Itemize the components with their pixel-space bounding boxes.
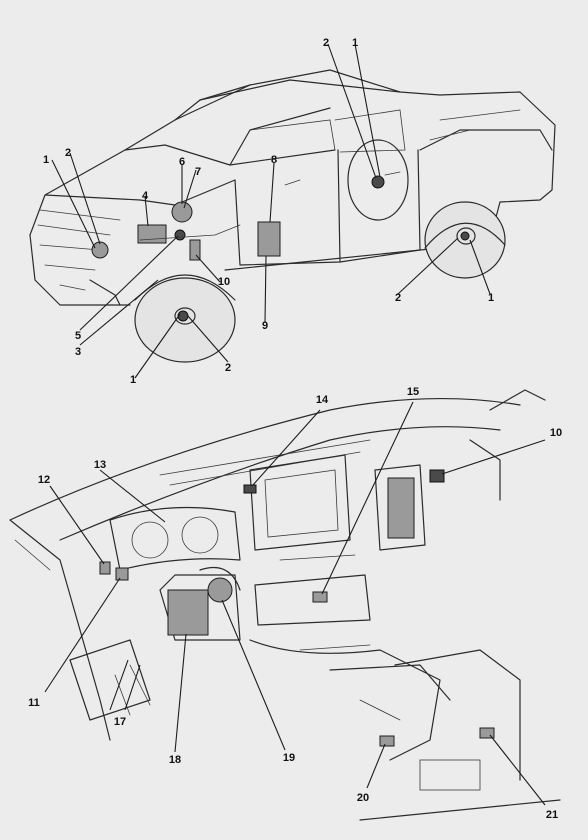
component-10-icon — [429, 469, 445, 483]
callout-7: 7 — [195, 166, 201, 178]
component-15-bracket-icon — [387, 477, 415, 539]
component-20-icon — [379, 735, 395, 747]
component-21-icon — [479, 727, 495, 739]
callout-20: 20 — [357, 792, 369, 804]
callout-21: 21 — [546, 809, 558, 821]
component-15-switch-icon — [312, 591, 328, 603]
lower-callout-labels: 14 15 10 13 12 11 17 18 19 20 21 — [28, 386, 562, 821]
component-11-icon — [115, 567, 129, 581]
callout-2a: 2 — [65, 147, 71, 159]
callout-5: 5 — [75, 330, 81, 342]
callout-2b: 2 — [323, 37, 329, 49]
callout-2d: 2 — [395, 292, 401, 304]
front-wheel-sensor-icon — [177, 310, 189, 322]
component-14-icon — [243, 484, 257, 494]
component-6-7-icon — [174, 229, 186, 241]
callout-2c: 2 — [225, 362, 231, 374]
callout-18: 18 — [169, 754, 181, 766]
callout-3: 3 — [75, 346, 81, 358]
callout-1b: 1 — [352, 37, 358, 49]
component-8-9-icon — [257, 221, 281, 257]
callout-4: 4 — [142, 190, 149, 202]
callout-1d: 1 — [488, 292, 494, 304]
front-wheel-speed-sensor-left-icon — [91, 241, 109, 259]
dashboard-interior-illustration — [9, 389, 561, 821]
callout-1c: 1 — [130, 374, 136, 386]
rear-wheel-sensor-icon — [460, 231, 470, 241]
upper-leader-lines — [51, 43, 491, 379]
upper-callout-labels: 1 2 4 6 7 8 10 5 3 9 1 2 2 1 2 1 — [43, 37, 494, 386]
component-18-icon — [167, 589, 209, 636]
callout-9: 9 — [262, 320, 268, 332]
callout-8: 8 — [271, 154, 277, 166]
callout-1a: 1 — [43, 154, 49, 166]
lower-leader-lines — [44, 401, 546, 806]
callout-15: 15 — [407, 386, 419, 398]
component-19-icon — [207, 577, 233, 603]
callout-10-lower: 10 — [550, 427, 562, 439]
component-12-icon — [99, 561, 111, 575]
brake-booster-icon — [171, 201, 193, 223]
callout-19: 19 — [283, 752, 295, 764]
rear-left-wheel-ghost-icon — [347, 139, 409, 221]
component-10-icon — [189, 239, 201, 261]
callout-10-upper: 10 — [218, 276, 230, 288]
pickup-truck-illustration — [29, 69, 556, 363]
rear-left-wheel-sensor-icon — [371, 175, 385, 189]
callout-13: 13 — [94, 459, 106, 471]
component-4-icon — [137, 224, 167, 244]
callout-11: 11 — [28, 697, 40, 709]
callout-14: 14 — [316, 394, 329, 406]
callout-6: 6 — [179, 156, 185, 168]
callout-17: 17 — [114, 716, 126, 728]
callout-12: 12 — [38, 474, 50, 486]
